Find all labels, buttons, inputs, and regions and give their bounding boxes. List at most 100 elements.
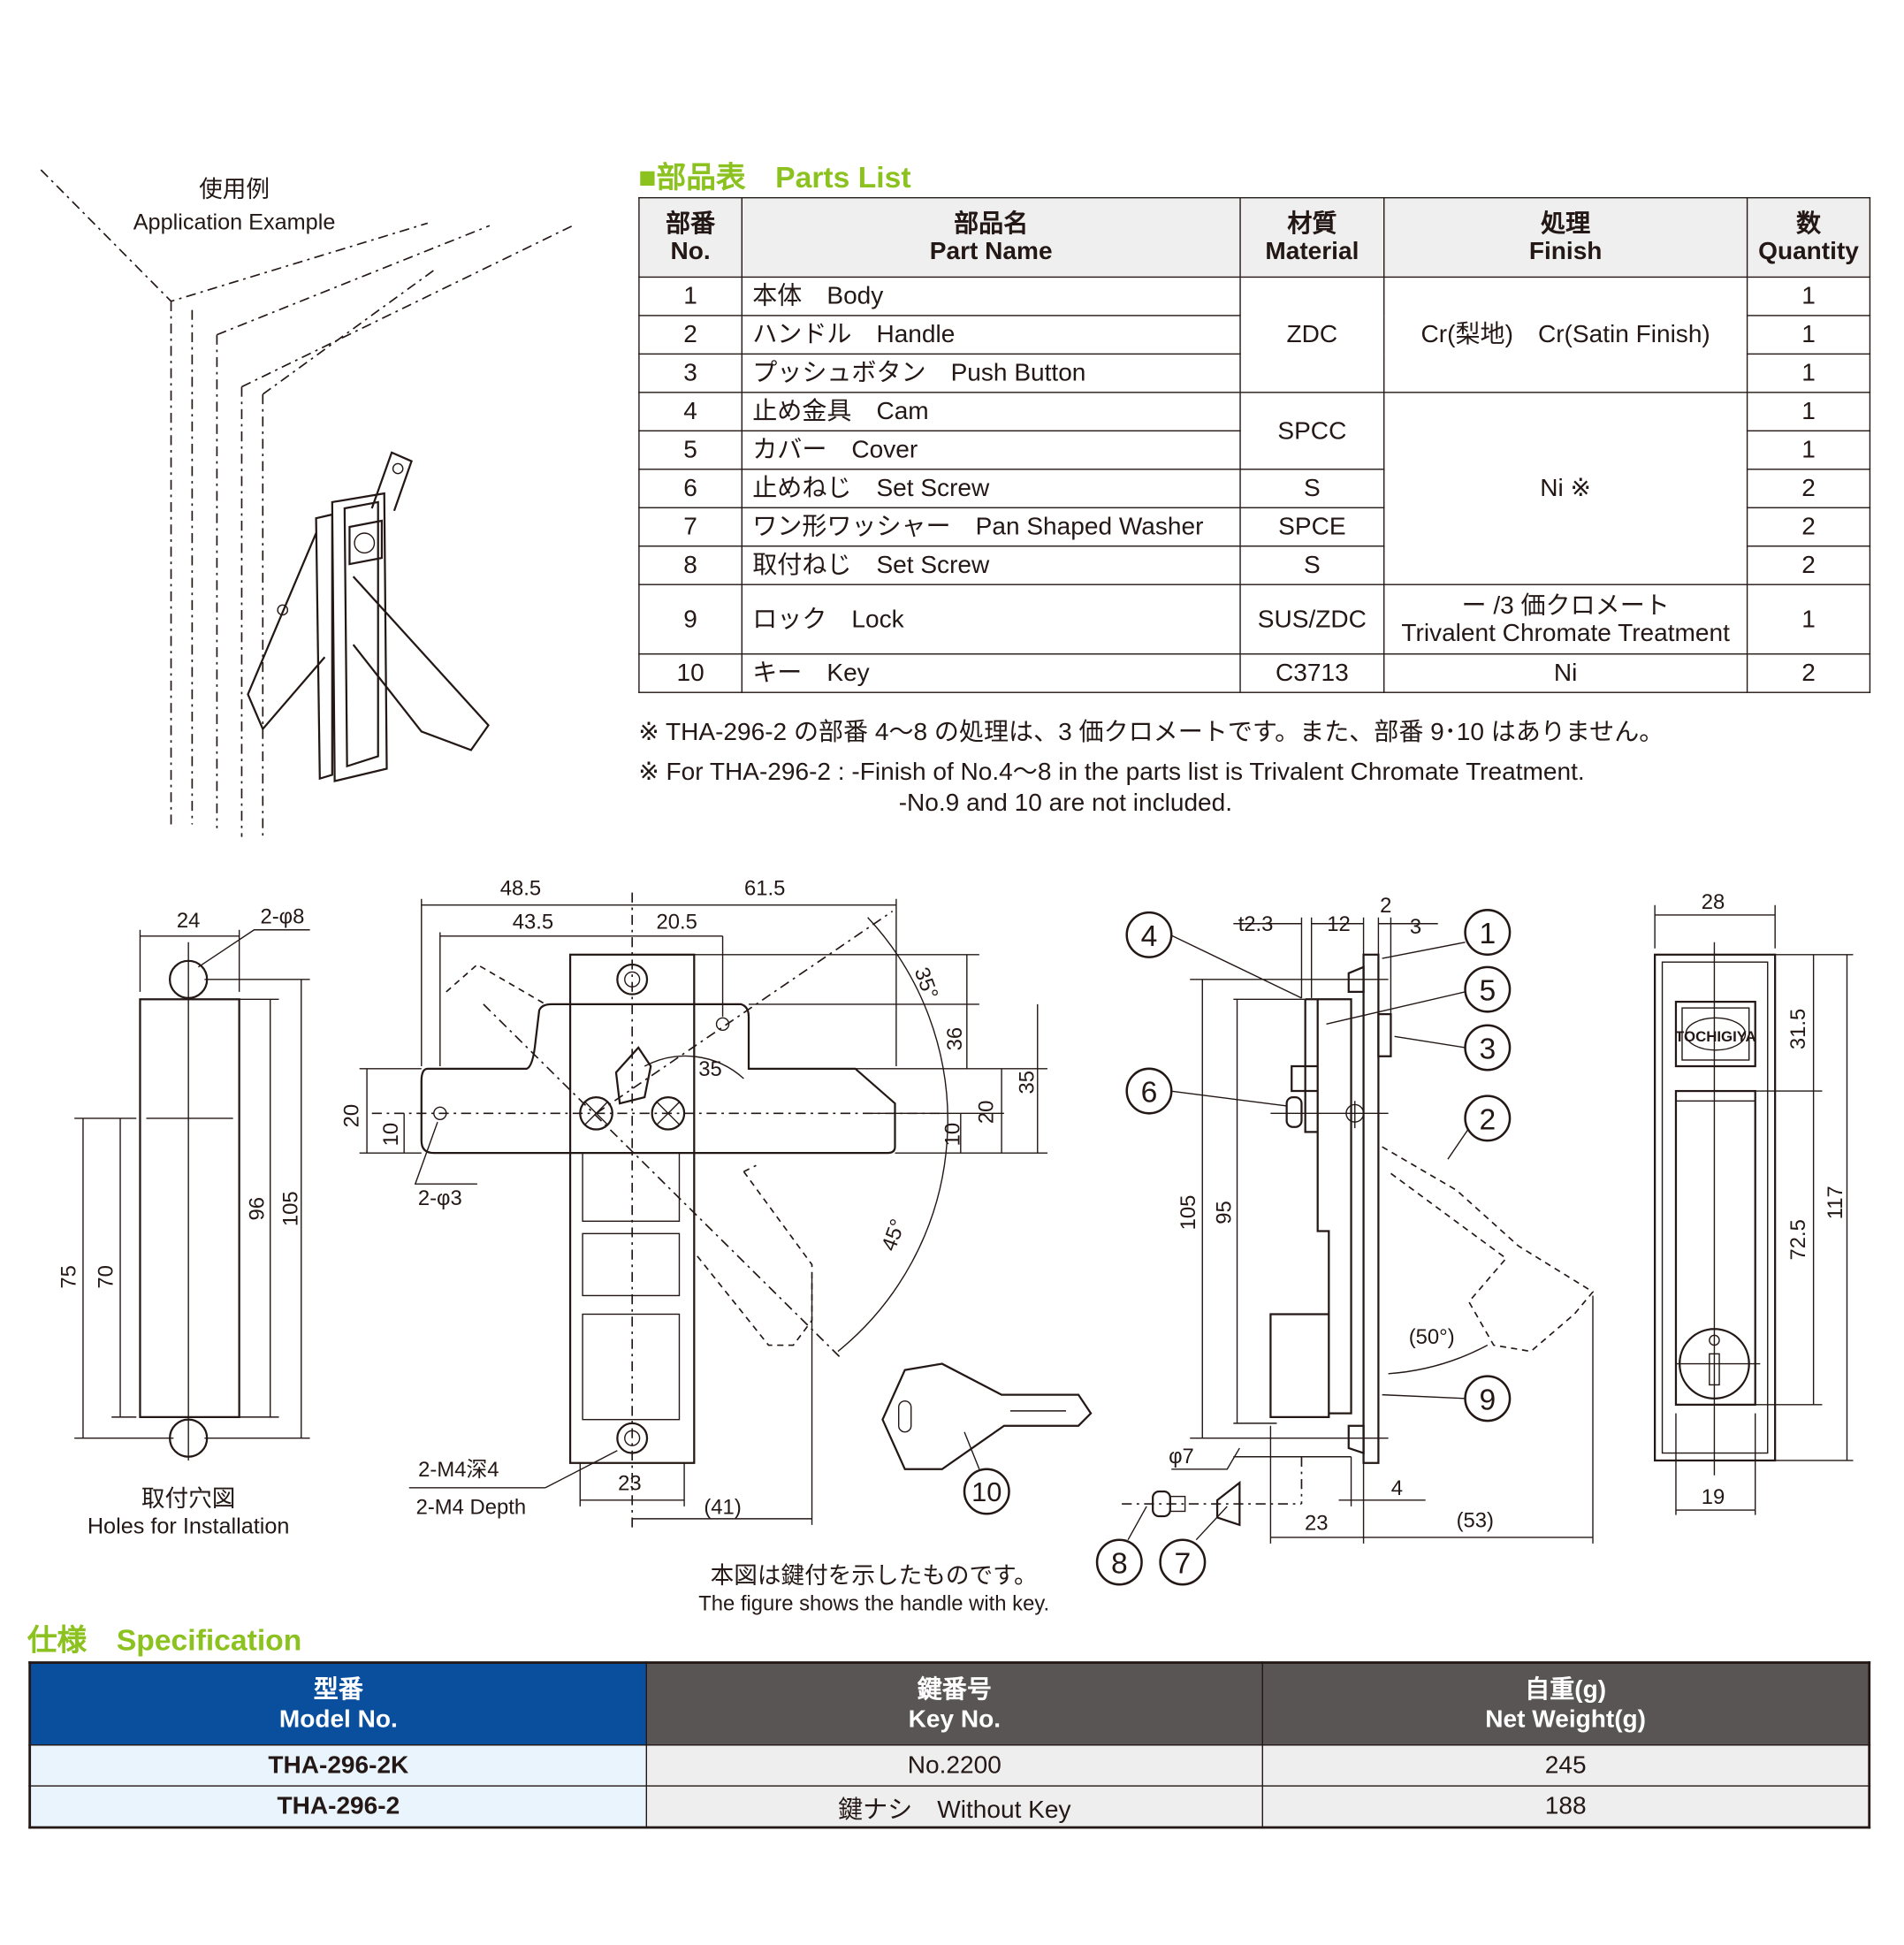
side-view: t2.3 12 2 3 105 9 5 φ7 (50°) 4 23 (53) — [1122, 894, 1595, 1544]
dim-label: 105 — [1177, 1195, 1200, 1231]
dim-label: (41) — [704, 1495, 741, 1519]
part-qty: 2 — [1746, 469, 1871, 508]
app-example-label-ja: 使用例 — [199, 176, 270, 202]
callouts: 1 2 3 4 5 6 7 8 9 10 — [963, 909, 1512, 1586]
key-drawing — [881, 1362, 1093, 1470]
svg-text:6: 6 — [1141, 1077, 1158, 1110]
dim-label: 2-φ3 — [418, 1186, 462, 1210]
dim-label: 20.5 — [656, 910, 697, 934]
dim-label: 48.5 — [500, 876, 541, 900]
part-no: 7 — [638, 507, 743, 547]
part-qty: 1 — [1746, 584, 1871, 655]
part-material: SPCE — [1239, 507, 1385, 547]
rear-view: TOCHIGIYA 28 31.5 117 72.5 19 — [1654, 890, 1854, 1515]
part-name: 止めねじ Set Screw — [741, 469, 1241, 508]
callout-5: 5 — [1464, 965, 1512, 1013]
dim-label: 2-φ8 — [260, 905, 304, 929]
app-example-label-en: Application Example — [133, 210, 336, 234]
part-material: ZDC — [1239, 276, 1385, 393]
svg-text:2: 2 — [1479, 1104, 1496, 1137]
dim-label: 12 — [1327, 912, 1351, 936]
dim-label: 23 — [618, 1472, 642, 1496]
svg-text:3: 3 — [1479, 1034, 1496, 1066]
table-row: 7 ワン形ワッシャー Pan Shaped Washer SPCE 2 — [638, 507, 1871, 547]
table-row: 6 止めねじ Set Screw S 2 — [638, 469, 1871, 508]
dim-label: (50°) — [1409, 1325, 1455, 1349]
svg-text:10: 10 — [971, 1476, 1002, 1507]
dim-label: 20 — [974, 1101, 998, 1125]
part-name: 止め金具 Cam — [741, 392, 1241, 432]
callout-3: 3 — [1464, 1024, 1512, 1072]
part-no: 4 — [638, 392, 743, 432]
note-en-1: ※ For THA-296-2 : -Finish of No.4〜8 in t… — [638, 759, 1585, 787]
part-finish: Ni — [1383, 653, 1748, 693]
figure-caption-ja: 本図は鍵付を示したものです。 — [711, 1562, 1038, 1589]
specification-title: 仕様 Specification — [27, 1624, 302, 1658]
dim-label: 19 — [1702, 1485, 1725, 1509]
part-qty: 1 — [1746, 430, 1871, 470]
dim-label: 10 — [379, 1123, 403, 1147]
table-row: 3 プッシュボタン Push Button 1 — [638, 353, 1871, 393]
callout-2: 2 — [1464, 1095, 1512, 1142]
dim-label: 23 — [1305, 1511, 1329, 1535]
dim-label: 20 — [339, 1104, 363, 1128]
dim-label: t2.3 — [1238, 912, 1274, 936]
callout-10: 10 — [963, 1468, 1010, 1515]
dim-label: 61.5 — [744, 876, 785, 900]
key-no: No.2200 — [645, 1744, 1263, 1787]
front-view: 48.5 61.5 43.5 20.5 35° 36 35 35 20 10 2… — [339, 876, 1049, 1615]
part-material: SPCC — [1239, 392, 1385, 470]
table-row: THA-296-2K No.2200 245 — [28, 1744, 1870, 1787]
figure-caption-en: The figure shows the handle with key. — [698, 1592, 1049, 1616]
dim-label: 2-M4深4 — [418, 1458, 499, 1482]
note-en-2: -No.9 and 10 are not included. — [898, 789, 1233, 818]
dim-label: 10 — [941, 1123, 964, 1147]
dim-label: 28 — [1702, 890, 1725, 914]
model-no: THA-296-2K — [28, 1744, 648, 1787]
svg-text:9: 9 — [1479, 1384, 1496, 1416]
dim-label: 31.5 — [1786, 1009, 1810, 1049]
callout-7: 7 — [1159, 1538, 1207, 1586]
svg-text:1: 1 — [1479, 918, 1496, 950]
part-finish: Cr(梨地) Cr(Satin Finish) — [1383, 276, 1748, 393]
dim-label: 35 — [698, 1057, 722, 1081]
table-row: THA-296-2 鍵ナシ Without Key 188 — [28, 1785, 1870, 1828]
part-no: 6 — [638, 469, 743, 508]
part-name: ワン形ワッシャー Pan Shaped Washer — [741, 507, 1241, 547]
dim-label: 75 — [57, 1265, 81, 1289]
dim-label: (53) — [1457, 1509, 1494, 1533]
svg-text:8: 8 — [1111, 1548, 1128, 1581]
dim-label: φ7 — [1169, 1445, 1194, 1468]
dim-label: 35 — [1016, 1071, 1040, 1095]
dim-label: 35° — [910, 965, 943, 1003]
parts-list-title: ■部品表 Parts List — [638, 161, 911, 195]
part-material: C3713 — [1239, 653, 1385, 693]
part-qty: 2 — [1746, 507, 1871, 547]
part-material: S — [1239, 469, 1385, 508]
dim-label: 72.5 — [1786, 1219, 1810, 1260]
application-example: 使用例 Application Example — [40, 169, 574, 837]
dim-label: 45° — [877, 1216, 910, 1254]
table-row: 4 止め金具 Cam SPCC Ni ※ 1 — [638, 392, 1871, 585]
dim-label: 4 — [1391, 1476, 1403, 1500]
part-name: キー Key — [741, 653, 1241, 693]
part-no: 1 — [638, 276, 743, 317]
part-qty: 1 — [1746, 315, 1871, 355]
svg-text:7: 7 — [1174, 1548, 1191, 1581]
holes-caption-ja: 取付穴図 — [141, 1485, 235, 1512]
part-name: ハンドル Handle — [741, 315, 1241, 355]
table-row: 10 キー Key C3713 Ni 2 — [638, 653, 1871, 693]
dim-label: 70 — [95, 1265, 118, 1289]
